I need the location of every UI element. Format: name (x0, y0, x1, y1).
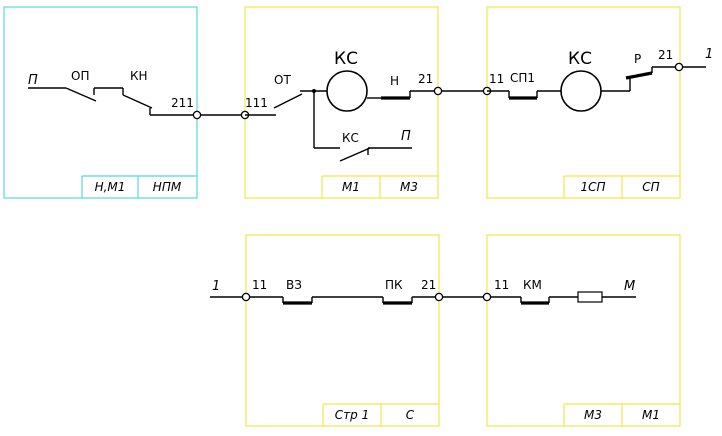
block-5-cell-2: М1 (642, 408, 660, 422)
label-h: Н (390, 74, 399, 88)
resistor (577, 291, 603, 303)
label-km: КМ (523, 278, 542, 292)
label-11-a: 11 (489, 72, 504, 86)
top-circuit: П ОП КН 211 111 ОТ КС КС П Н (28, 47, 713, 162)
node-21-a (433, 86, 443, 96)
contact-kn-blade (122, 94, 153, 109)
block-1-frame (3, 6, 198, 199)
label-111: 111 (245, 96, 268, 110)
block-2-frame (244, 6, 439, 199)
node-11-c (482, 292, 492, 302)
label-ks-contact: КС (342, 131, 359, 145)
node-11-b (241, 292, 251, 302)
label-211: 211 (171, 96, 194, 110)
block-2: М1 М3 (244, 6, 439, 199)
block-4-cell-2: С (406, 408, 415, 422)
block-3-cell-2: СП (642, 180, 659, 194)
block-1-cell-2: НПМ (153, 180, 182, 194)
block-4: Стр 1 С (245, 234, 440, 427)
label-ot: ОТ (274, 73, 291, 87)
contact-op-blade (65, 87, 97, 102)
contact-r-bar (625, 71, 653, 80)
node-211 (192, 110, 202, 120)
label-21-a: 21 (418, 72, 433, 86)
label-p-left: П (28, 73, 38, 88)
label-vz: ВЗ (286, 278, 302, 292)
label-1-left: 1 (212, 279, 220, 294)
label-1-right: 1 (705, 47, 713, 62)
coil-ks-2 (560, 70, 602, 112)
block-3-cell-1: 1СП (580, 180, 605, 194)
label-11-b: 11 (252, 278, 267, 292)
block-1: Н,М1 НПМ (3, 6, 198, 199)
label-pk: ПК (385, 278, 403, 292)
label-r: Р (634, 52, 641, 66)
block-1-cell-1: Н,М1 (95, 180, 126, 194)
label-ks-coil-2: КС (568, 49, 592, 69)
block-4-frame (245, 234, 440, 427)
block-2-cell-1: М1 (342, 180, 360, 194)
label-m: М (624, 279, 635, 294)
label-p-mid: П (401, 129, 411, 144)
block-3-frame (486, 6, 681, 199)
coil-ks (326, 70, 368, 112)
block-5-cell-1: М3 (584, 408, 602, 422)
node-21-b (674, 62, 684, 72)
label-11-c: 11 (494, 278, 509, 292)
block-3: 1СП СП (486, 6, 681, 199)
contact-ot-blade (273, 93, 303, 109)
block-2-cell-2: М3 (400, 180, 418, 194)
label-ks-coil: КС (334, 49, 358, 69)
label-kn: КН (130, 69, 148, 83)
block-5: М3 М1 (486, 234, 681, 427)
block-4-cell-1: Стр 1 (335, 408, 369, 422)
label-op: ОП (71, 69, 89, 83)
block-5-frame (486, 234, 681, 427)
label-21-c: 21 (421, 278, 436, 292)
contact-ks-blade (339, 147, 371, 162)
bottom-circuit: 1 11 ВЗ ПК 21 11 КМ М (210, 278, 636, 305)
node-21-c (434, 292, 444, 302)
label-sp1: СП1 (510, 71, 535, 85)
label-21-b: 21 (658, 48, 673, 62)
